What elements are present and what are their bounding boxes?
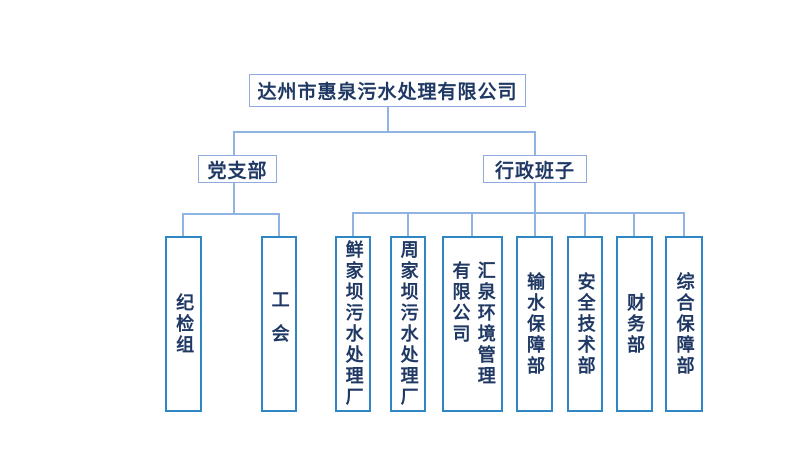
node-huiquan-environment-company: 汇泉环境管理 有限公司: [442, 236, 503, 412]
connector-line: [352, 212, 354, 237]
node-safety-technology-dept: 安全技术部: [567, 236, 603, 412]
connector-line: [534, 212, 536, 237]
node-zhoujiaba-sewage-plant: 周家坝污水处理厂: [390, 236, 426, 412]
connector-line: [233, 183, 235, 214]
node-label: 纪检组: [173, 292, 195, 356]
node-label: 财务部: [624, 292, 646, 356]
node-label: 党支部: [207, 159, 268, 182]
connector-line: [534, 183, 536, 213]
node-label: 汇泉环境管理 有限公司: [449, 261, 496, 387]
connector-line: [182, 213, 184, 237]
node-label: 达州市惠泉污水处理有限公司: [257, 81, 518, 103]
connector-line: [407, 212, 409, 237]
node-water-supply-support-dept: 输水保障部: [516, 236, 553, 412]
node-general-support-dept: 综合保障部: [665, 236, 703, 412]
node-label: 输水保障部: [524, 271, 546, 377]
node-labor-union: 工会: [261, 236, 297, 412]
node-finance-dept: 财务部: [616, 236, 653, 412]
connector-line: [534, 131, 536, 155]
connector-line: [584, 212, 586, 237]
node-label: 行政班子: [494, 159, 575, 182]
node-company-root: 达州市惠泉污水处理有限公司: [249, 74, 526, 107]
node-label: 安全技术部: [574, 271, 596, 377]
node-discipline-inspection-group: 纪检组: [165, 236, 202, 412]
connector-line: [683, 212, 685, 237]
node-label: 工会: [268, 290, 290, 358]
connector-line: [633, 212, 635, 237]
connector-line: [182, 213, 280, 215]
node-admin-team: 行政班子: [483, 155, 587, 183]
connector-line: [278, 213, 280, 237]
connector-line: [233, 131, 536, 133]
node-label: 综合保障部: [673, 271, 695, 377]
node-label: 周家坝污水处理厂: [397, 240, 419, 408]
node-label: 鲜家坝污水处理厂: [342, 240, 364, 408]
connector-line: [233, 131, 235, 155]
connector-line: [387, 107, 389, 132]
connector-line: [352, 212, 685, 214]
node-party-branch: 党支部: [198, 155, 277, 183]
node-xianjiaba-sewage-plant: 鲜家坝污水处理厂: [335, 236, 371, 412]
connector-line: [471, 212, 473, 237]
